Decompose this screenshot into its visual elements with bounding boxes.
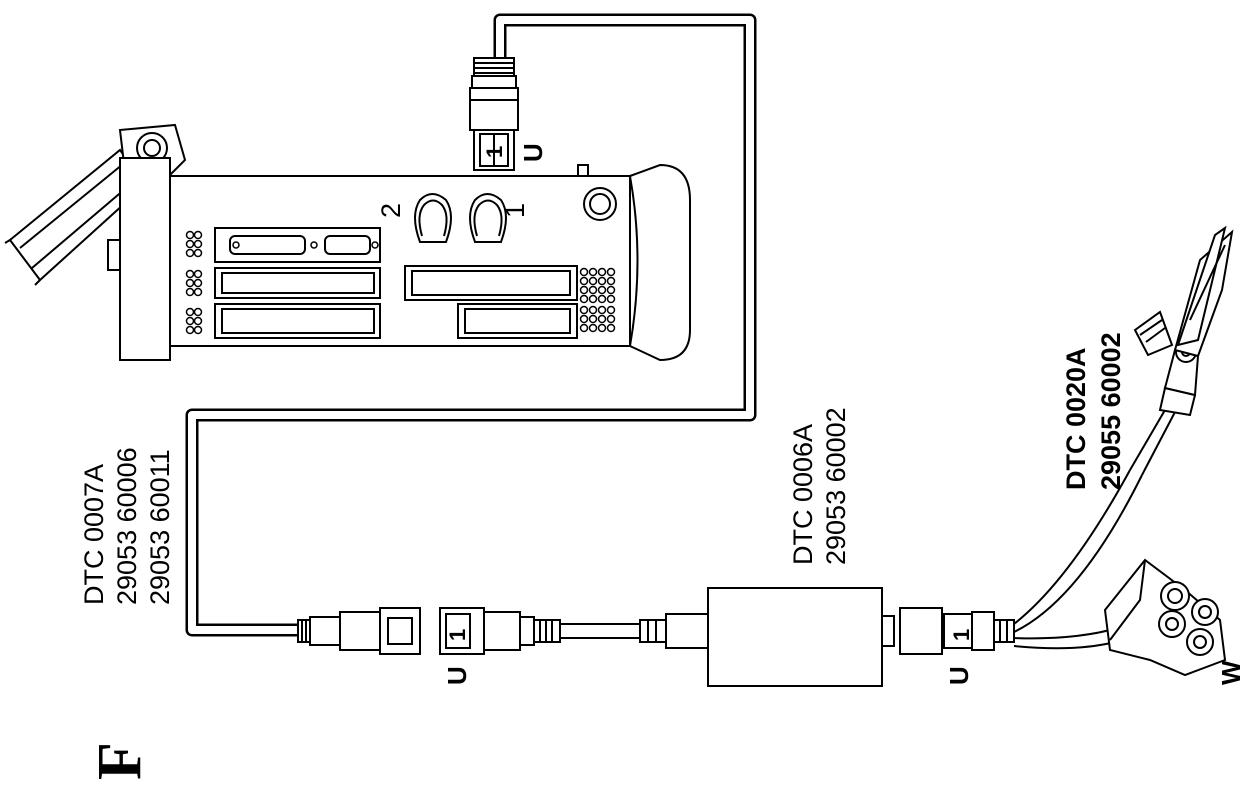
cable-dtc-0007a <box>185 13 757 637</box>
cable-plug-left <box>297 607 421 655</box>
port-1 <box>469 193 507 243</box>
cable-a-part-1: 29053 60006 <box>112 447 142 605</box>
unit-b-part: 29053 60002 <box>821 407 851 565</box>
cable-a-type: DTC 0007A <box>79 464 109 605</box>
probe-c-type: DTC 0020A <box>1061 347 1091 490</box>
vent-dots <box>185 230 616 335</box>
dtc-0006a-box <box>707 587 895 687</box>
connector-letter-u-middle: U <box>944 666 974 685</box>
top-connector: 1 <box>469 57 519 171</box>
unit-plug-left: 1 <box>439 607 640 655</box>
probe-cables <box>1013 409 1176 650</box>
knob <box>583 187 617 221</box>
mounting-arm <box>4 123 187 286</box>
connector-letter-u-left: U <box>442 666 472 685</box>
w-connector <box>1103 558 1227 677</box>
unit-b-type: DTC 0006A <box>788 424 818 565</box>
connector-letter-w: W <box>1216 660 1246 685</box>
port-2 <box>414 193 452 243</box>
figure-letter: F <box>86 742 154 780</box>
label-dtc-0007a: DTC 0007A 29053 60006 29053 60011 <box>79 447 175 605</box>
board-slots <box>214 227 578 339</box>
pin-number-top: 1 <box>482 146 507 158</box>
probe-plug: 1 <box>899 607 1015 655</box>
unit-inlet-left <box>639 613 709 649</box>
cable-a-part-2: 29053 60011 <box>145 449 175 605</box>
pin-number-left: 1 <box>445 629 470 641</box>
label-dtc-0020a: DTC 0020A 29055 60002 <box>1061 332 1126 490</box>
connector-letter-u-top: U <box>518 143 548 162</box>
crocodile-clip <box>1133 225 1234 417</box>
pin-number-right: 1 <box>949 629 974 641</box>
instrument-unit <box>119 157 691 362</box>
probe-c-part: 29055 60002 <box>1096 332 1126 490</box>
port-number-1: 1 <box>500 203 530 218</box>
label-dtc-0006a: DTC 0006A 29053 60002 <box>788 407 851 565</box>
port-number-2: 2 <box>376 203 406 218</box>
